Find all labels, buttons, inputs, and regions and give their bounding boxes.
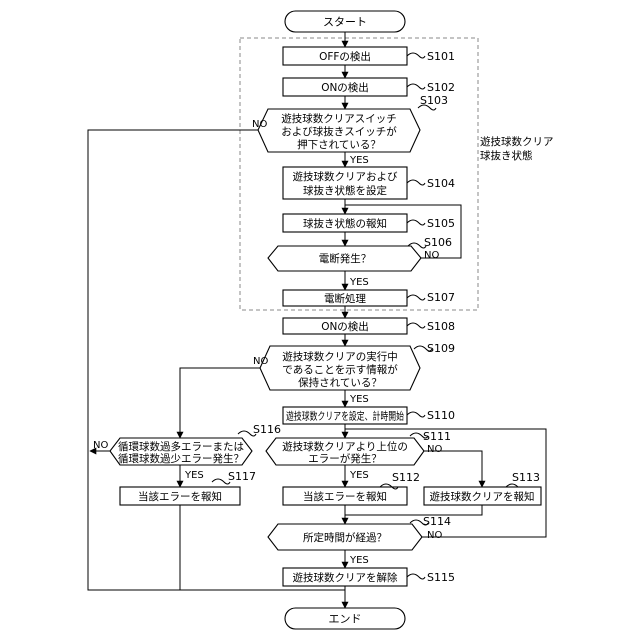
s103-no-label: NO (252, 119, 267, 130)
step-s104: 遊技球数クリアおよび 球抜き状態を設定 (283, 167, 407, 199)
step-s117: 当該エラーを報知 (120, 487, 240, 505)
decision-s103: 遊技球数クリアスイッチ および球抜きスイッチが 押下されている？ (258, 109, 420, 152)
end-text: エンド (329, 613, 362, 626)
step-s107: 電断処理 (283, 290, 407, 306)
s103-line3: 押下されている？ (297, 138, 381, 151)
s116-line1: 循環球数過多エラーまたは (118, 440, 244, 453)
s109-yes-label: YES (349, 394, 369, 405)
s107-text: 電断処理 (324, 292, 366, 305)
s116-no-label: NO (93, 440, 108, 451)
decision-s106: 電断発生？ (268, 246, 421, 271)
s109-no-label: NO (253, 356, 268, 367)
s111-no-label: NO (427, 444, 442, 455)
s110-text: 遊技球数クリアを設定、計時開始 (286, 410, 404, 423)
s106-id: S106 (424, 236, 452, 249)
s114-no-label: NO (427, 530, 442, 541)
s109-line1: 遊技球数クリアの実行中 (282, 350, 398, 363)
s114-id: S114 (423, 515, 451, 528)
s111-id: S111 (423, 430, 451, 443)
s109-line3: 保持されている？ (298, 376, 382, 389)
s111-line1: 遊技球数クリアより上位の (282, 440, 408, 453)
s104-line1: 遊技球数クリアおよび (293, 170, 398, 183)
s116-yes-label: YES (184, 470, 204, 481)
s113-text: 遊技球数クリアを報知 (430, 490, 535, 503)
s111-line2: エラーが発生？ (308, 452, 382, 465)
step-s112: 当該エラーを報知 (283, 487, 407, 505)
s101-id: S101 (427, 50, 455, 63)
step-s115: 遊技球数クリアを解除 (283, 568, 407, 586)
s103-yes-label: YES (349, 155, 369, 166)
s109-id: S109 (427, 342, 455, 355)
decision-s111: 遊技球数クリアより上位の エラーが発生？ (266, 438, 424, 465)
step-s110: 遊技球数クリアを設定、計時開始 (283, 407, 407, 424)
s116-id: S116 (253, 423, 281, 436)
step-s101: OFFの検出 (283, 47, 407, 65)
s104-id: S104 (427, 177, 455, 190)
s115-id: S115 (427, 571, 455, 584)
s115-text: 遊技球数クリアを解除 (293, 571, 398, 584)
step-s113: 遊技球数クリアを報知 (424, 487, 541, 505)
s107-id: S107 (427, 291, 455, 304)
step-s108: ONの検出 (283, 318, 407, 334)
s108-text: ONの検出 (321, 320, 369, 333)
s101-text: OFFの検出 (319, 50, 371, 63)
decision-s116: 循環球数過多エラーまたは 循環球数過少エラー発生？ (110, 438, 252, 465)
s114-yes-label: YES (349, 555, 369, 566)
step-s105: 球抜き状態の報知 (283, 214, 407, 232)
s113-id: S113 (512, 471, 540, 484)
s111-yes-label: YES (349, 470, 369, 481)
s112-text: 当該エラーを報知 (303, 490, 387, 503)
decision-s114: 所定時間が経過？ (268, 524, 422, 550)
s117-id: S117 (228, 470, 256, 483)
end-node: エンド (285, 608, 405, 629)
s103-id: S103 (420, 94, 448, 107)
s105-id: S105 (427, 217, 455, 230)
s106-no-label: NO (424, 250, 439, 261)
step-s102: ONの検出 (283, 78, 407, 96)
region-label-line1: 遊技球数クリア (480, 135, 554, 148)
s105-text: 球抜き状態の報知 (303, 217, 387, 230)
start-text: スタート (323, 16, 367, 29)
s103-line1: 遊技球数クリアスイッチ (281, 112, 397, 125)
s108-id: S108 (427, 320, 455, 333)
s117-text: 当該エラーを報知 (138, 490, 222, 503)
s102-id: S102 (427, 81, 455, 94)
s102-text: ONの検出 (321, 81, 369, 94)
s106-yes-label: YES (349, 277, 369, 288)
s109-line2: であることを示す情報が (282, 363, 398, 376)
s103-line2: および球抜きスイッチが (281, 125, 397, 138)
s110-id: S110 (427, 409, 455, 422)
s114-text: 所定時間が経過？ (303, 531, 387, 544)
s104-line2: 球抜き状態を設定 (303, 184, 387, 197)
s106-text: 電断発生？ (319, 252, 372, 265)
region-label-line2: 球抜き状態 (480, 149, 533, 162)
s116-line2: 循環球数過少エラー発生？ (118, 452, 244, 465)
decision-s109: 遊技球数クリアの実行中 であることを示す情報が 保持されている？ (260, 346, 420, 390)
start-node: スタート (285, 11, 405, 32)
s112-id: S112 (392, 471, 420, 484)
